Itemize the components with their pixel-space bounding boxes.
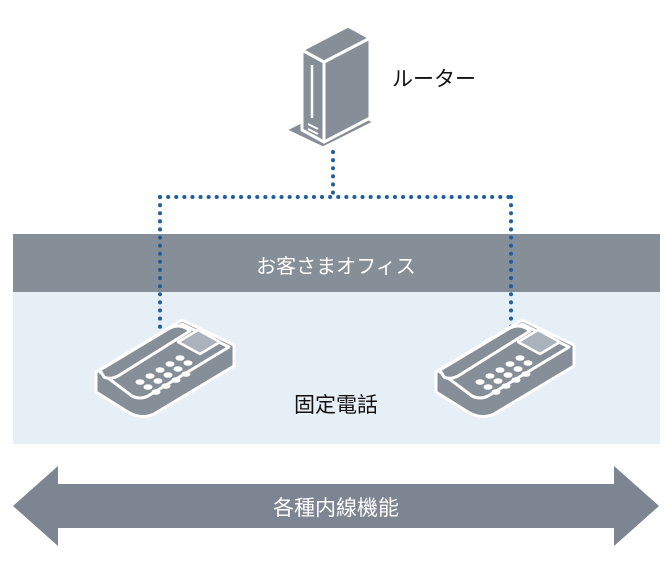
office-label: お客さまオフィス (256, 254, 416, 278)
connection-lines (158, 150, 513, 332)
features-label: 各種内線機能 (273, 496, 399, 520)
office-band (13, 234, 660, 292)
double-arrow-icon (13, 466, 659, 546)
router-icon (283, 24, 377, 150)
phones-label: 固定電話 (294, 393, 378, 417)
router-label: ルーター (392, 67, 476, 91)
